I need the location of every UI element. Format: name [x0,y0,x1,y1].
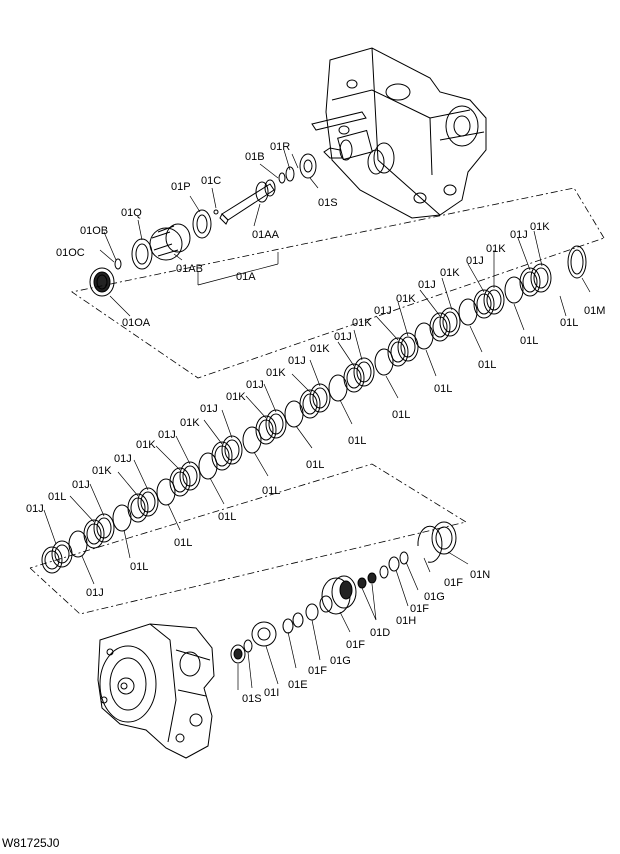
label-01K-r7: 01K [266,367,286,379]
label-01OC: 01OC [56,247,85,259]
callout-labels: 01R 01B 01S 01C 01P 01Q 01OB 01OC 01AA 0… [26,141,605,705]
label-01L-3: 01L [478,359,496,371]
label-01J-r4: 01J [374,305,392,317]
label-01OA: 01OA [122,317,151,329]
upper-transmission-housing [311,47,487,219]
label-01L-2: 01L [520,335,538,347]
leader-lines [43,149,591,690]
label-01L-12: 01J [86,587,104,599]
label-01R-top: 01R [270,141,290,153]
label-01K-r11: 01K [92,465,112,477]
label-01J-r12: 01J [26,503,44,515]
label-01J-r5: 01J [334,331,352,343]
label-01F-c: 01G [330,655,351,667]
drawing-code: W81725J0 [2,836,60,850]
label-01L-1: 01L [560,317,578,329]
label-01J-r6: 01J [288,355,306,367]
label-01K-r6: 01K [310,343,330,355]
label-01AB: 01AB [176,263,203,275]
label-01F-a: 01G [424,591,445,603]
label-01J-r9: 01J [158,429,176,441]
label-01K-r3: 01K [440,267,460,279]
label-01AA: 01AA [252,229,280,241]
label-01G-a: 01F [410,603,429,615]
label-01F-d: 01E [288,679,308,691]
label-01L-10: 01L [174,537,192,549]
label-01I: 01S [242,693,262,705]
label-01K-r2: 01K [486,243,506,255]
label-01Q: 01Q [121,207,142,219]
label-01K-r1: 01K [530,221,550,233]
label-01C: 01C [201,175,221,187]
label-01J-r3: 01J [418,279,436,291]
label-01P: 01P [171,181,191,193]
label-01D: 01F [346,639,365,651]
plate-row-1 [41,245,587,574]
label-01H: 01D [370,627,390,639]
label-01K-r10: 01K [136,439,156,451]
label-01A: 01A [236,271,256,283]
label-01K-r9: 01K [180,417,200,429]
lower-transmission-housing [97,623,215,759]
label-01S-top: 01S [318,197,338,209]
label-01B: 01B [245,151,265,163]
label-01E: 01I [264,687,279,699]
label-01L-5: 01L [392,409,410,421]
label-01L-7: 01L [306,459,324,471]
label-01OB: 01OB [80,225,108,237]
label-01K-r8: 01K [226,391,246,403]
label-01L-6: 01L [348,435,366,447]
label-01J-r8: 01J [200,403,218,415]
label-01K-r4: 01K [396,293,416,305]
label-01K-r5: 01K [352,317,372,329]
label-01M: 01N [470,569,490,581]
lower-shaft-parts [230,521,457,664]
label-01L-4: 01L [434,383,452,395]
label-01J-r10: 01J [114,453,132,465]
label-01J-end: 01M [584,305,605,317]
label-01L-8: 01L [262,485,280,497]
label-01L-9: 01L [218,511,236,523]
label-01N: 01F [444,577,463,589]
upper-boundary-line [70,187,605,379]
label-01K-r12: 01L [48,491,66,503]
label-01J-r1: 01J [510,229,528,241]
label-01J-r11: 01J [72,479,90,491]
label-01J-r7: 01J [246,379,264,391]
label-01F-b: 01H [396,615,416,627]
lower-boundary-line [29,463,468,615]
label-01J-r2: 01J [466,255,484,267]
label-01L-11: 01L [130,561,148,573]
clutch-plate-stack [41,245,587,574]
label-01G-b: 01F [308,665,327,677]
